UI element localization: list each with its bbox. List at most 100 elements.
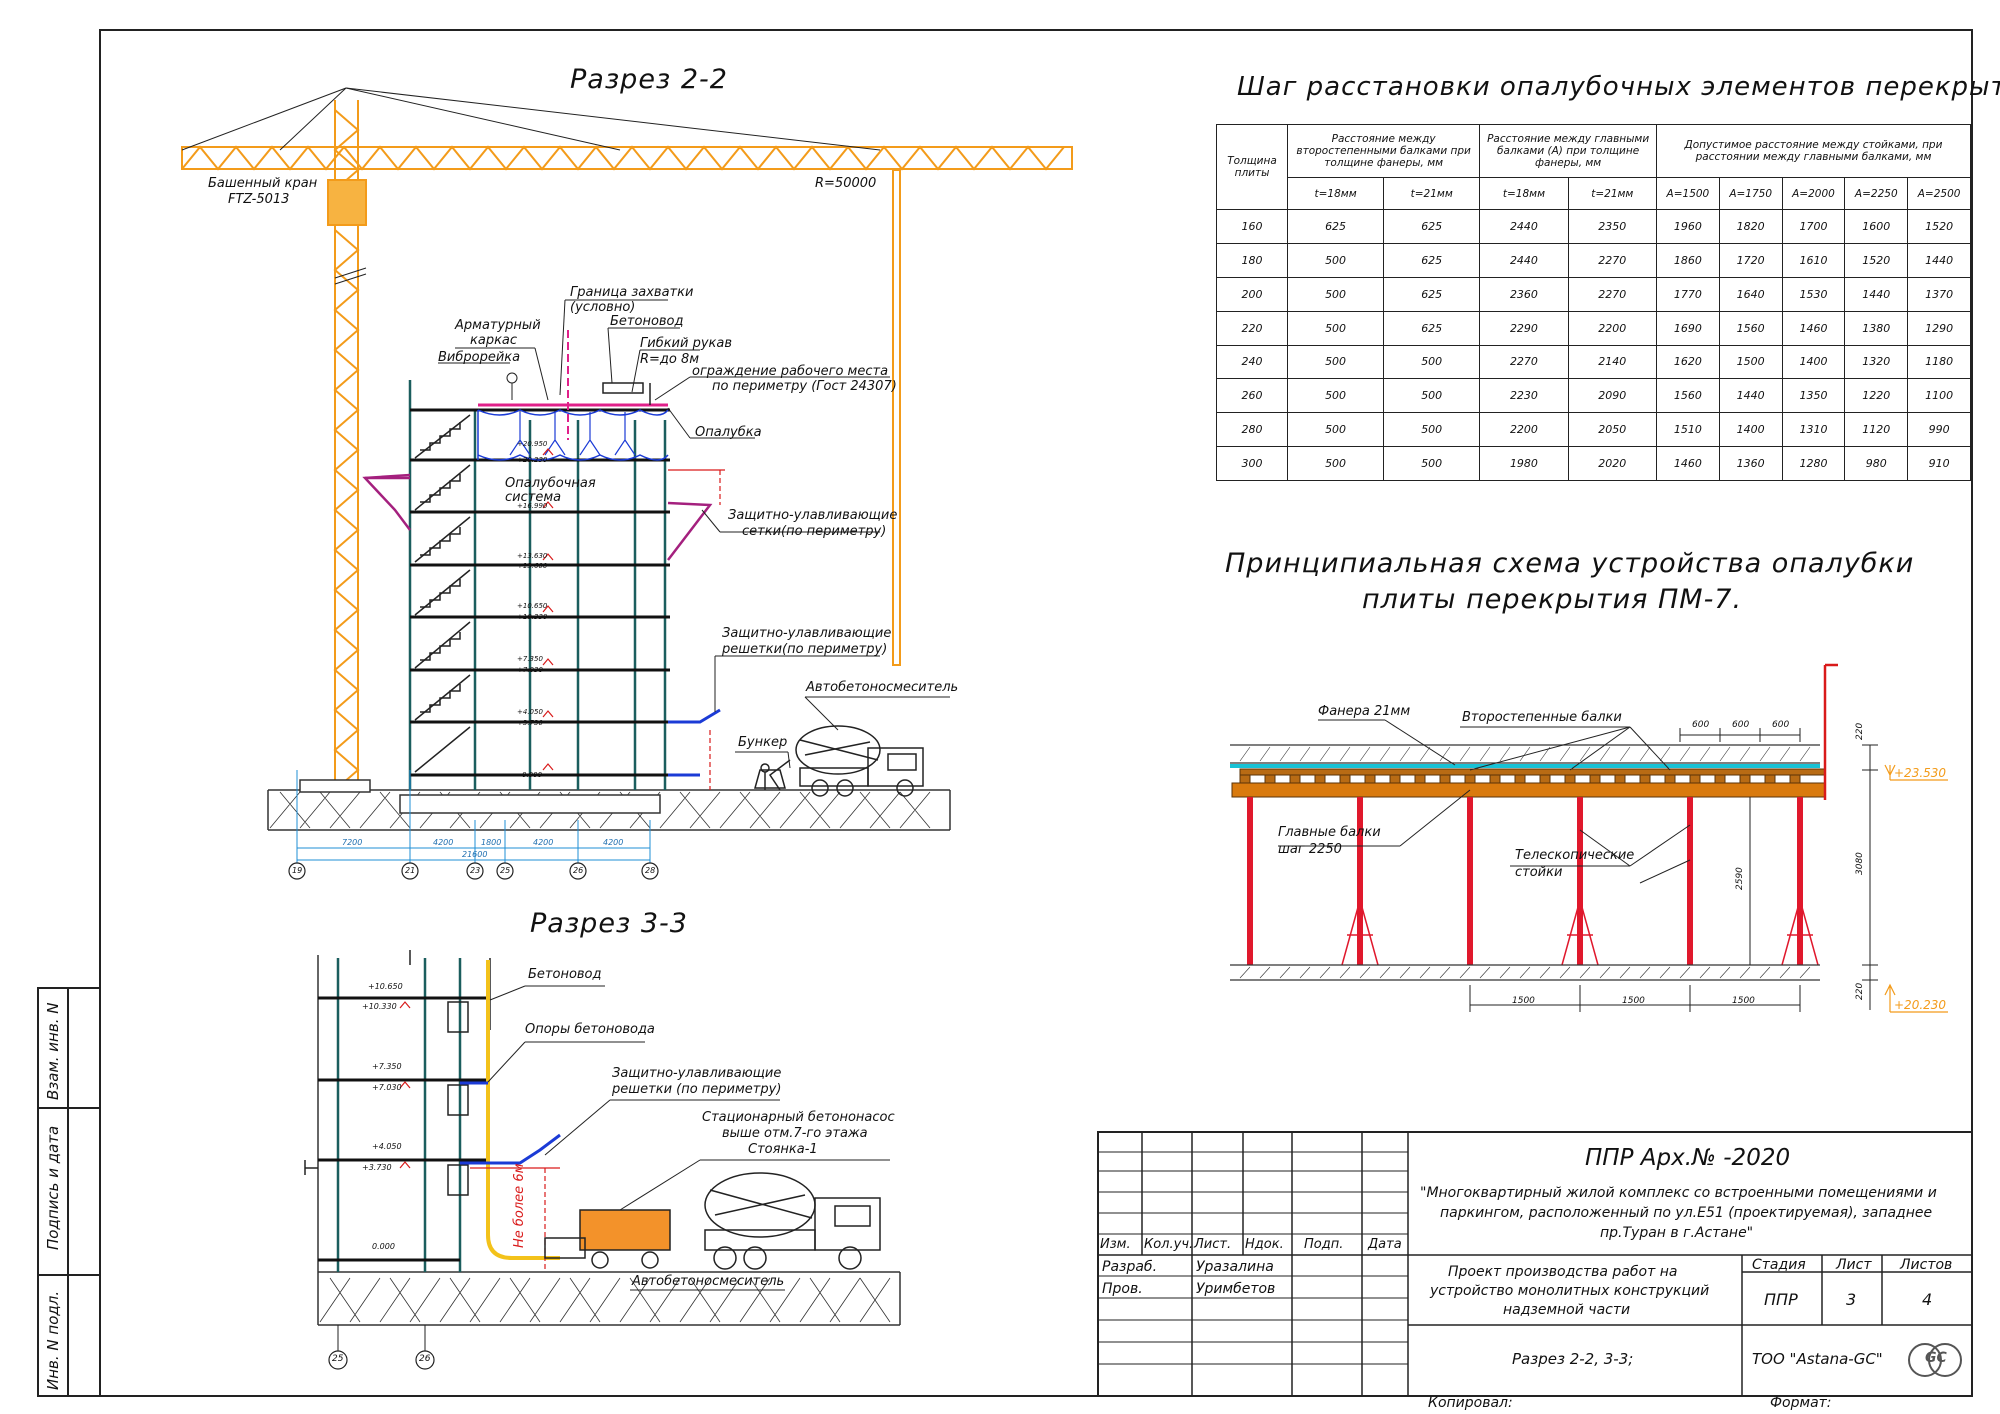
table-cell: 1280: [1781, 446, 1846, 481]
table-cell: 1560: [1655, 378, 1720, 414]
dim-top-2: 600: [1772, 720, 1790, 730]
stamp-chk-role: Пров.: [1102, 1281, 1143, 1297]
axis-bubbles-2-2: [288, 862, 659, 880]
stamp-chk-name: Уримбетов: [1196, 1281, 1276, 1297]
axis-3-3-1: 26: [419, 1354, 431, 1364]
elev-2-2-4: +13.600: [517, 562, 548, 570]
table-cell: 1350: [1781, 378, 1846, 414]
pump-line2: выше отм.7-го этажа: [722, 1126, 868, 1141]
elev-3-3-6: 0.000: [372, 1242, 395, 1251]
table-cell: 2270: [1567, 242, 1657, 278]
stamp-dev-name: Уразалина: [1196, 1259, 1274, 1275]
th-sub-1: t=21мм: [1383, 177, 1481, 210]
grates-3-3-line2: решетки (по периметру): [612, 1082, 782, 1097]
fence-line2: по периметру (Гост 24307): [712, 379, 897, 394]
stamp-company: ТОО "Astana-GC": [1752, 1350, 1883, 1368]
table-cell: 1370: [1907, 276, 1971, 312]
table-cell: 1500: [1718, 344, 1783, 380]
axis-2-2-5: 28: [645, 866, 656, 875]
floor-slabs-2-2: [410, 408, 670, 777]
table-cell: 2440: [1479, 242, 1569, 278]
elev-3-3-2: +7.350: [372, 1062, 402, 1071]
table-cell: 1320: [1844, 344, 1909, 380]
stamp-sheets: 4: [1922, 1290, 1933, 1309]
stamp-work-line3: надземной части: [1503, 1302, 1631, 1318]
stairs-2-2: [414, 414, 471, 773]
table-cell: 1100: [1907, 378, 1971, 414]
table-cell: 500: [1286, 446, 1385, 481]
pipeline-label-3-3: Бетоновод: [528, 967, 602, 982]
dim-2-2-total: 21600: [462, 850, 488, 859]
spacing-table: Толщина плиты Расстояние между второстеп…: [1216, 124, 1972, 481]
boundary-line1: Граница захватки: [570, 285, 694, 300]
elev-3-3-0: +10.650: [368, 982, 403, 991]
table-cell: 1770: [1655, 276, 1720, 312]
dim-bottom-0: 1500: [1512, 996, 1535, 1006]
crane-label-line2: FTZ-5013: [228, 192, 290, 207]
th-sub-5: A=1750: [1718, 177, 1783, 210]
th-sub-7: A=2250: [1844, 177, 1909, 210]
crane-label-line1: Башенный кран: [208, 176, 318, 191]
side-label-2: Инв. N подл.: [44, 1290, 62, 1390]
formwork-label: Опалубка: [695, 425, 762, 440]
elev-2-2-0: +20.950: [517, 440, 548, 448]
table-cell: 500: [1286, 378, 1385, 414]
stamp-project-line2: паркингом, расположенный по ул.Е51 (прое…: [1440, 1205, 1933, 1221]
table-cell: 625: [1383, 242, 1481, 278]
stamp-project-line3: пр.Туран в г.Астане": [1600, 1225, 1754, 1241]
mixer-label-3-3: Автобетоносмеситель: [632, 1274, 785, 1289]
pipeline-label-2-2: Бетоновод: [610, 314, 684, 329]
table-cell: 1820: [1718, 209, 1783, 244]
company-logo: [1908, 1343, 1962, 1377]
tripods: [1341, 899, 1819, 966]
pump-line3: Стоянка-1: [748, 1142, 818, 1157]
stamp-sheet: 3: [1846, 1290, 1857, 1309]
elev-2-2-6: +10.330: [517, 613, 548, 621]
stamp-stage-header: Стадия: [1752, 1257, 1806, 1273]
nets-line1: Защитно-улавливающие: [728, 508, 898, 523]
table-cell: 1860: [1655, 242, 1720, 278]
grates-line2: решетки(по периметру): [722, 642, 888, 657]
dim-2-2-2: 1800: [481, 838, 502, 847]
formwork-top: [477, 330, 669, 461]
stamp-dev-role: Разраб.: [1102, 1259, 1158, 1275]
table-cell: 910: [1907, 446, 1971, 481]
table-cell: 2230: [1479, 378, 1569, 414]
stamp-sheet-header: Лист: [1836, 1257, 1872, 1273]
floor-slabs-3-3: [318, 996, 490, 1262]
elev-3-3-3: +7.030: [372, 1083, 402, 1092]
table-cell: 1380: [1844, 310, 1909, 346]
table-cell: 1220: [1844, 378, 1909, 414]
table-cell: 980: [1844, 446, 1909, 481]
hose-line2: R=до 8м: [640, 352, 700, 367]
form-system-line1: Опалубочная: [505, 476, 596, 491]
stamp-sheets-header: Листов: [1900, 1257, 1953, 1273]
side-label-0: Взам. инв. N: [44, 1002, 62, 1100]
axis-2-2-4: 26: [573, 866, 584, 875]
stamp-col-5: Дата: [1368, 1237, 1402, 1252]
axis-2-2-3: 25: [500, 866, 511, 875]
table-cell: 1960: [1655, 209, 1720, 244]
table-cell: 1180: [1907, 344, 1971, 380]
table-cell: 500: [1286, 412, 1385, 448]
stamp-logo-text: GC: [1925, 1350, 1947, 1366]
stamp-col-2: Лист.: [1194, 1237, 1232, 1252]
safety-nets-2-2: [362, 473, 713, 561]
rebar-line2: каркас: [470, 333, 518, 348]
supports-label: Опоры бетоновода: [525, 1022, 655, 1037]
dim-2-2-1: 4200: [433, 838, 454, 847]
hose-line1: Гибкий рукав: [640, 336, 733, 351]
table-cell: 2270: [1567, 276, 1657, 312]
table-cell: 1510: [1655, 412, 1720, 448]
axis-3-3-0: 25: [332, 1354, 344, 1364]
axis-2-2-1: 21: [405, 866, 416, 875]
elev-2-2-9: +4.050: [517, 708, 543, 716]
th-sub-8: A=2500: [1907, 177, 1971, 210]
ground-2-2: [267, 779, 951, 831]
table-cell: 500: [1286, 242, 1385, 278]
